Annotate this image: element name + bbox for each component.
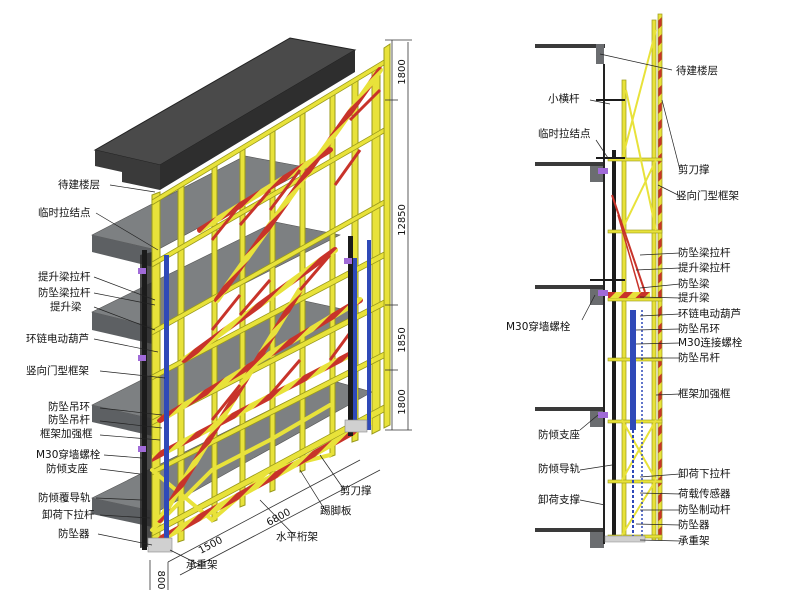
label-fangzhuiqi: 防坠器 xyxy=(58,527,90,540)
r-label-linshi-lajiedian: 临时拉结点 xyxy=(538,127,591,140)
r-label-tishengliang: 提升梁 xyxy=(678,291,710,304)
r-label-xiehe-zhicheng: 卸荷支撑 xyxy=(538,493,580,506)
right-wall xyxy=(603,64,605,544)
r-label-jiandaocheng: 剪刀撑 xyxy=(678,163,710,176)
scissor-braces xyxy=(157,67,383,523)
r-label-tishengliang-lagan: 提升梁拉杆 xyxy=(678,261,731,274)
r-label-xiaohenggan: 小横杆 xyxy=(548,92,580,105)
label-xiehe-xialagan: 卸荷下拉杆 xyxy=(42,508,95,521)
dim-6800: 6800 xyxy=(265,507,293,529)
r-label-m30-chuanqiang: M30穿墙螺栓 xyxy=(506,320,571,333)
r-label-chengzhongjia: 承重架 xyxy=(678,534,710,547)
left-isometric-view: 待建楼层 临时拉结点 提升梁拉杆 防坠梁拉杆 提升梁 环链电动葫芦 竖向门型框架… xyxy=(26,37,412,590)
label-shuiping-hengjia: 水平桁架 xyxy=(276,530,318,543)
r-label-fangzhuiqi: 防坠器 xyxy=(678,518,710,531)
label-linshi-lajiedian: 临时拉结点 xyxy=(38,206,91,219)
wall-bolts xyxy=(598,168,608,418)
r-label-fangzhui-diaogan: 防坠吊杆 xyxy=(678,351,720,364)
anti-fall-rod xyxy=(630,310,643,540)
guide-rails xyxy=(138,236,371,553)
label-tishengliang: 提升梁 xyxy=(50,300,82,313)
label-tishengliang-lagan: 提升梁拉杆 xyxy=(38,270,91,283)
leader-lines xyxy=(93,184,346,566)
toe-boards xyxy=(152,350,372,548)
right-base xyxy=(604,535,646,543)
r-label-fangqing-daogui: 防倾导轨 xyxy=(538,462,580,475)
label-huanlian-hulu: 环链电动葫芦 xyxy=(26,332,89,345)
label-fangqing-daogui: 防倾覆导轨 xyxy=(38,491,91,504)
label-fangzhui-diaohuan: 防坠吊环 xyxy=(48,400,90,413)
dim-12850: 12850 xyxy=(397,204,408,236)
horizontal-truss xyxy=(150,403,332,532)
lifting-beam xyxy=(608,194,650,298)
top-slab xyxy=(93,37,357,190)
r-label-fangzhui-zhidonggan: 防坠制动杆 xyxy=(678,503,731,516)
label-jiandaocheng: 剪刀撑 xyxy=(340,484,372,497)
right-side-view: 待建楼层 小横杆 临时拉结点 剪刀撑 竖向门型框架 防坠梁拉杆 提升梁拉杆 防坠… xyxy=(506,13,743,548)
dimension-lines xyxy=(149,39,412,590)
r-label-xiehe-xialagan: 卸荷下拉杆 xyxy=(678,467,731,480)
r-label-m30-lianjie: M30连接螺栓 xyxy=(678,336,743,349)
dim-1800-top: 1800 xyxy=(397,59,408,84)
label-m30-chuanqiang: M30穿墙螺栓 xyxy=(36,448,101,461)
r-label-daijianloucheng: 待建楼层 xyxy=(676,64,718,77)
label-fangzhuiliang-lagan: 防坠梁拉杆 xyxy=(38,286,91,299)
r-label-huanlian-hulu: 环链电动葫芦 xyxy=(678,307,741,320)
dim-1850: 1850 xyxy=(397,327,408,352)
dim-800: 800 xyxy=(155,570,166,589)
r-label-fangzhui-diaohuan: 防坠吊环 xyxy=(678,322,720,335)
label-fangqing-zhizuo: 防倾支座 xyxy=(46,462,88,475)
r-label-fangzhuiliang: 防坠梁 xyxy=(678,277,710,290)
r-label-fangzhuiliang-lagan: 防坠梁拉杆 xyxy=(678,246,731,259)
r-label-hezai-chuanganqi: 荷载传感器 xyxy=(678,487,731,500)
label-tijiaoban: 踢脚板 xyxy=(320,504,352,517)
dim-1800-mid: 1800 xyxy=(397,389,408,414)
right-diagonals xyxy=(621,29,657,536)
r-label-kuangjia-jiaqiang: 框架加强框 xyxy=(678,387,731,400)
label-shuxiang-menxing: 竖向门型框架 xyxy=(26,364,89,377)
hazard-stripes xyxy=(210,88,382,421)
small-crossbar xyxy=(590,99,625,281)
label-daijianloucheng: 待建楼层 xyxy=(58,178,100,191)
right-frames xyxy=(621,13,663,541)
label-fangzhui-diaogan: 防坠吊杆 xyxy=(48,413,90,426)
right-guide-rail xyxy=(612,150,616,535)
r-label-fangqing-zhizuo: 防倾支座 xyxy=(538,428,580,441)
label-chengzhongjia: 承重架 xyxy=(186,558,218,571)
right-leader-lines xyxy=(579,53,681,542)
r-label-shuxiang-menxing: 竖向门型框架 xyxy=(676,189,739,202)
label-kuangjia-jiaqiang: 框架加强框 xyxy=(40,427,93,440)
